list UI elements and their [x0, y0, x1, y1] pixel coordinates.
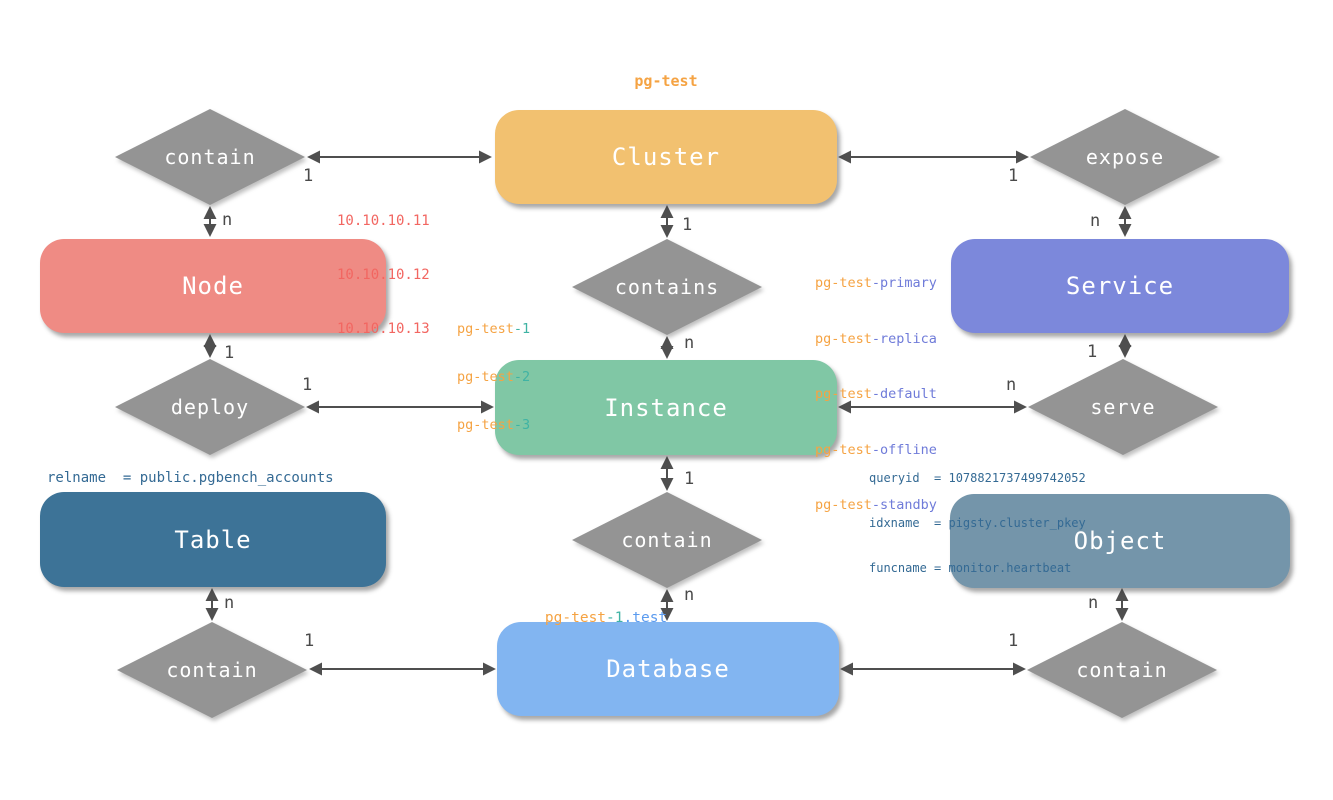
relation-contain-database-object: contain — [1027, 622, 1217, 718]
cardinality-cluster-expose: 1 — [1008, 166, 1019, 186]
node-ip-list: 10.10.10.11 10.10.10.12 10.10.10.13 — [337, 176, 430, 374]
relation-expose: expose — [1030, 109, 1220, 205]
entity-object-label: Object — [1073, 527, 1167, 555]
entity-instance-label: Instance — [604, 393, 728, 422]
service-name-list: pg-test-primary pg-test-replica pg-test-… — [815, 237, 937, 552]
relation-deploy: deploy — [115, 359, 305, 455]
cardinality-contain-node: n — [222, 210, 233, 230]
relation-contains: contains — [572, 239, 762, 335]
instance-name: pg-test-1 — [457, 321, 531, 337]
node-ip: 10.10.10.13 — [337, 321, 430, 337]
relation-contain-database-table: contain — [117, 622, 307, 718]
service-name: pg-test-replica — [815, 330, 937, 347]
entity-service-label: Service — [1065, 272, 1175, 300]
service-name: pg-test-offline — [815, 441, 937, 458]
entity-object: Object — [950, 494, 1290, 588]
cardinality-database-contain-right: 1 — [1008, 631, 1019, 651]
cardinality-node-deploy: 1 — [224, 343, 235, 363]
relation-serve: serve — [1028, 359, 1218, 455]
cardinality-database-contain-left: 1 — [304, 631, 315, 651]
entity-instance: Instance — [495, 360, 837, 455]
database-name-label: pg-test-1.test — [544, 610, 668, 626]
cardinality-service-serve: 1 — [1087, 342, 1098, 362]
entity-node-label: Node — [182, 272, 244, 300]
cluster-name-label: pg-test — [634, 72, 698, 90]
instance-name: pg-test-3 — [457, 417, 531, 433]
node-ip: 10.10.10.12 — [337, 267, 430, 283]
entity-service: Service — [951, 239, 1289, 333]
entity-table-label: Table — [174, 525, 252, 554]
cardinality-instance-serve: n — [1006, 375, 1017, 395]
object-info-row: funcname = monitor.heartbeat — [869, 561, 1072, 575]
entity-cluster-label: Cluster — [611, 143, 721, 171]
cardinality-cluster-contains: 1 — [682, 215, 693, 235]
object-info-row: idxname = pigsty.cluster_pkey — [869, 516, 1086, 530]
cardinality-instance-contain: 1 — [684, 469, 695, 489]
instance-name-list: pg-test-1 pg-test-2 pg-test-3 — [457, 289, 530, 465]
instance-name: pg-test-2 — [457, 369, 531, 385]
relation-label: contain — [164, 145, 256, 169]
cardinality-deploy-instance: 1 — [302, 375, 313, 395]
node-ip: 10.10.10.11 — [337, 213, 430, 229]
entity-database: Database — [497, 622, 839, 716]
relation-label: expose — [1085, 145, 1165, 169]
relation-label: serve — [1090, 395, 1156, 419]
relation-contain-cluster-node: contain — [115, 109, 305, 205]
entity-database-label: Database — [606, 655, 730, 683]
service-name: pg-test-standby — [815, 497, 937, 513]
object-info-row: queryid = 1078821737499742052 — [869, 471, 1086, 485]
cardinality-object-contain: n — [1088, 593, 1099, 613]
cardinality-table-contain: n — [224, 593, 235, 613]
cardinality-expose-service: n — [1090, 211, 1101, 231]
cardinality-contains-instance: n — [684, 333, 695, 353]
entity-node: Node — [40, 239, 386, 333]
relation-label: contain — [1076, 658, 1168, 682]
cardinality-contain-database: n — [684, 585, 695, 605]
relation-label: contain — [621, 528, 713, 552]
relation-label: deploy — [170, 395, 250, 419]
table-relname-label: relname = public.pgbench_accounts — [47, 470, 334, 486]
service-name: pg-test-primary — [815, 275, 937, 291]
entity-table: Table — [40, 492, 386, 587]
cardinality-cluster-contain: 1 — [303, 166, 314, 186]
relation-label: contain — [166, 658, 258, 682]
entity-cluster: Cluster — [495, 110, 837, 204]
object-info-list: queryid = 1078821737499742052 idxname = … — [869, 441, 1086, 606]
relation-label: contains — [614, 275, 720, 299]
service-name: pg-test-default — [815, 386, 937, 402]
relation-contain-instance-database: contain — [572, 492, 762, 588]
